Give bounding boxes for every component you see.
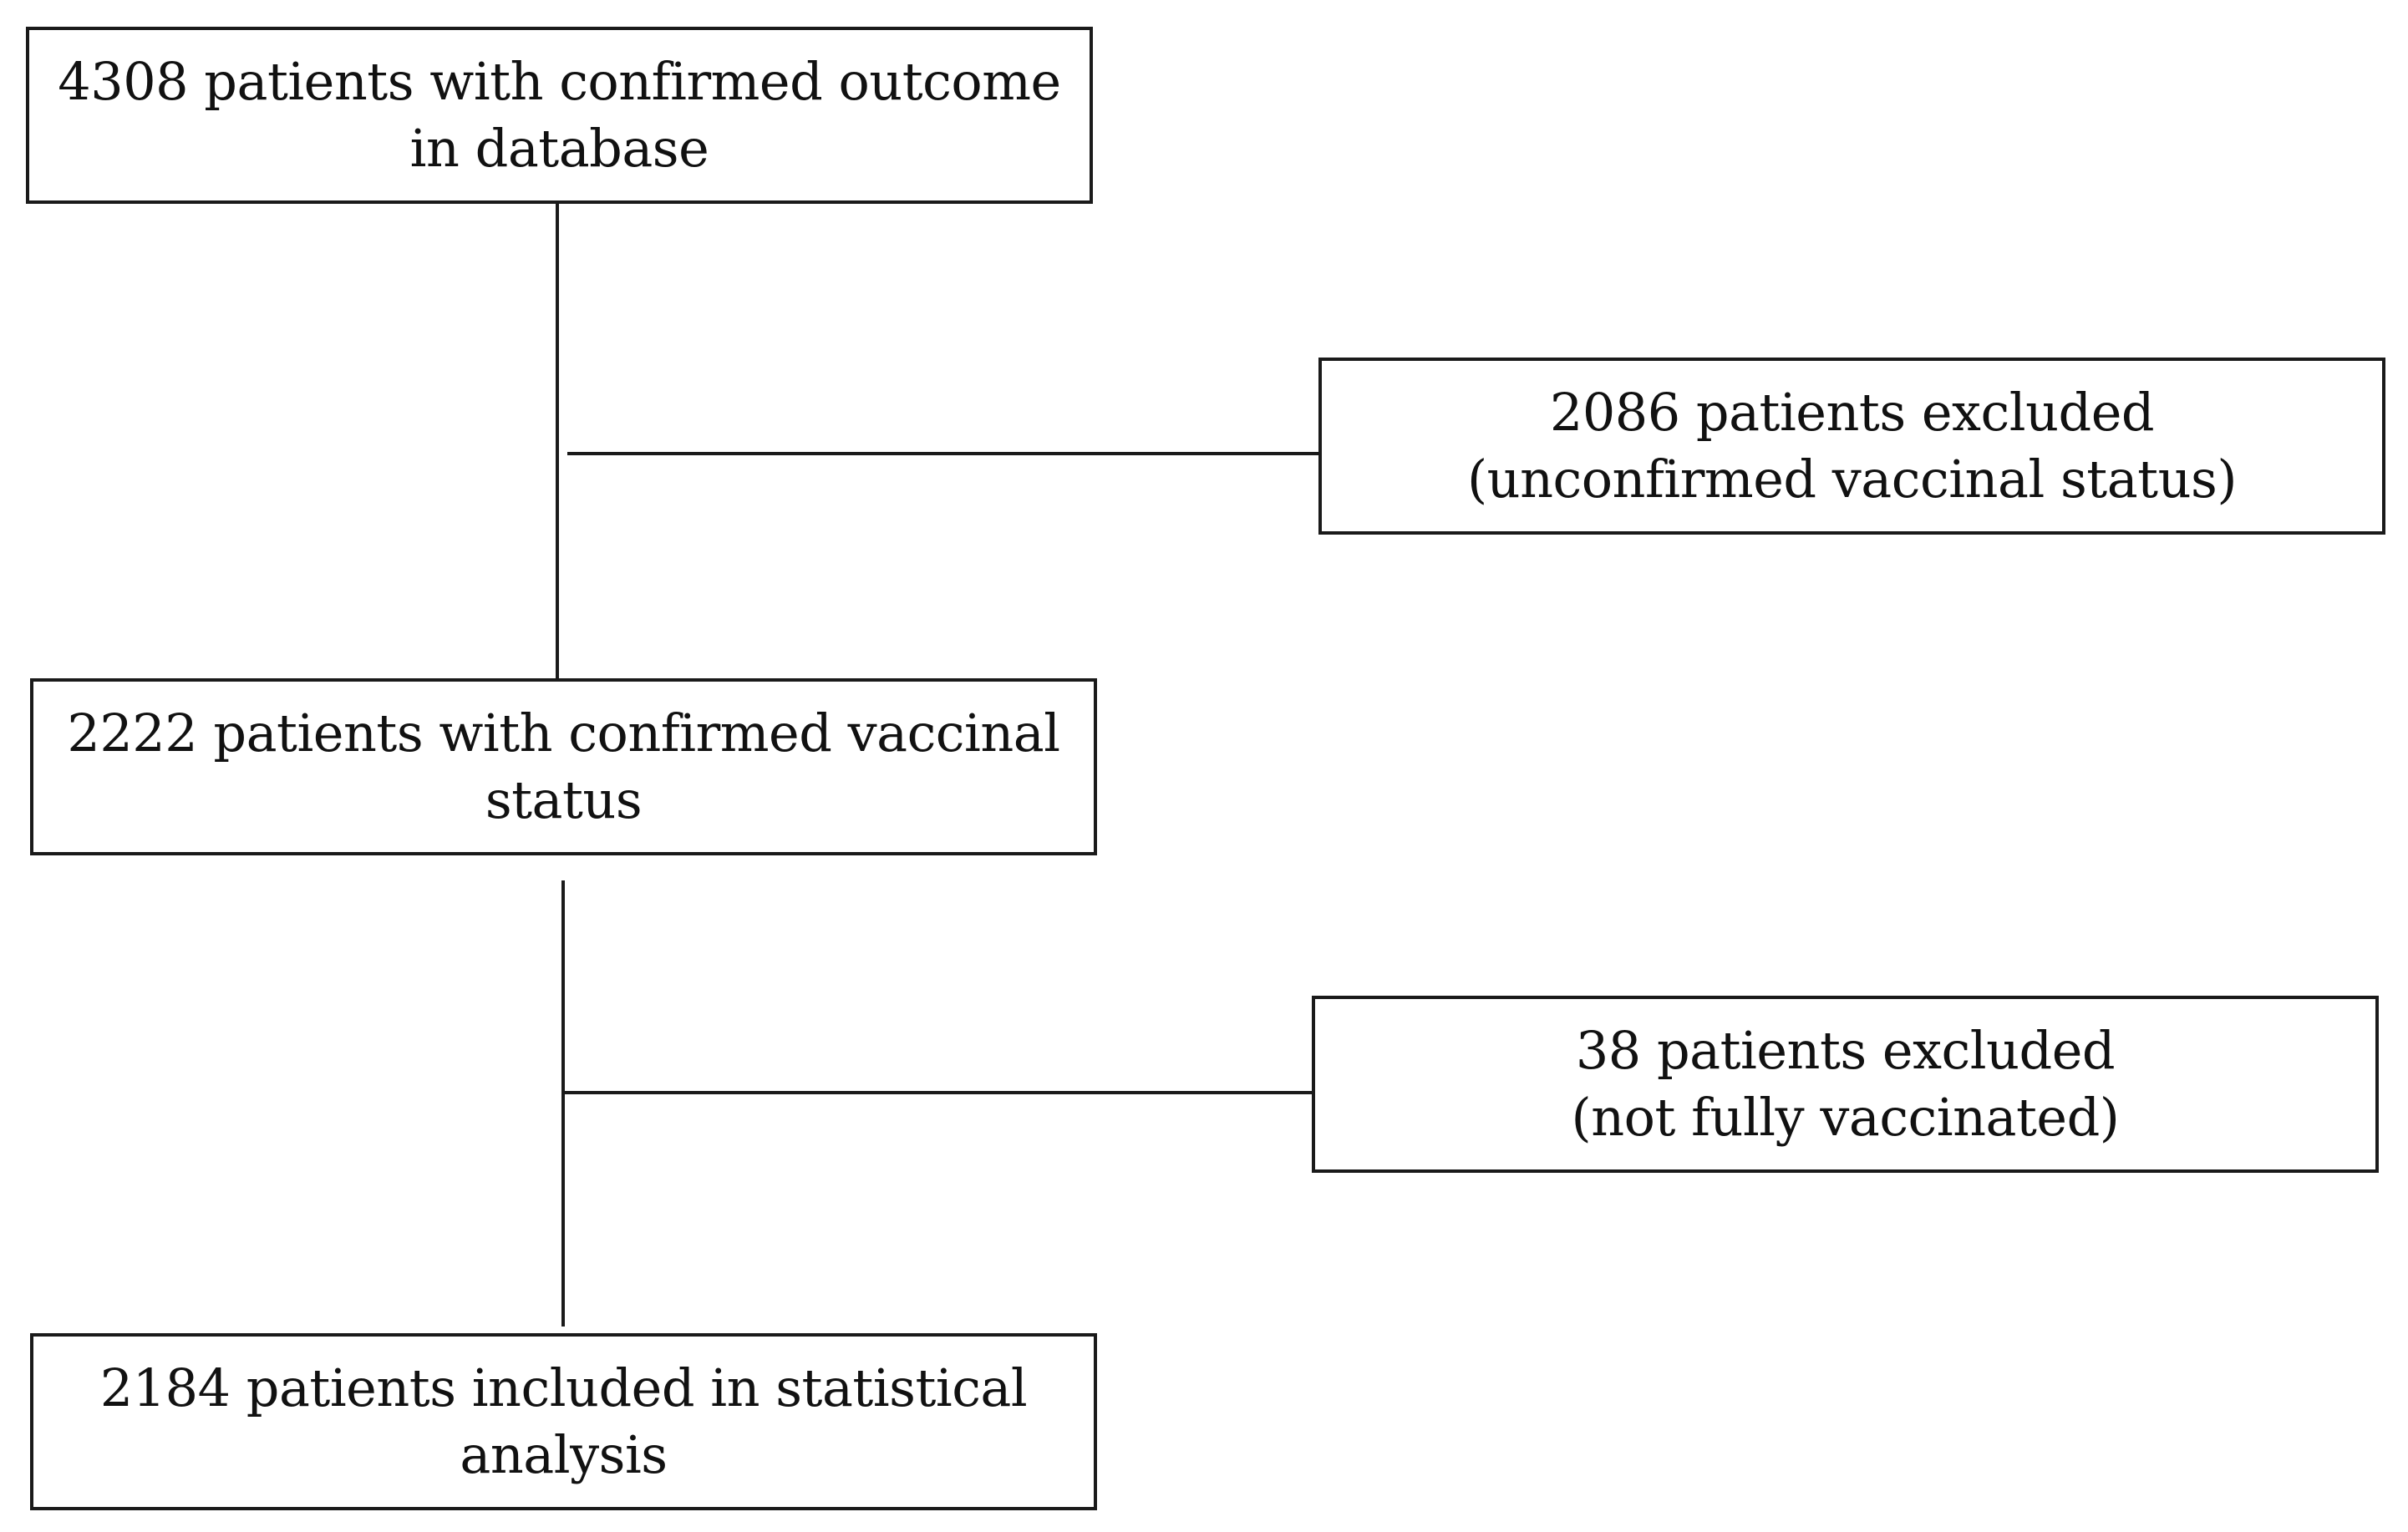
statistical-analysis-included-box: 2184 patients included in statistical an…: [30, 1333, 1097, 1510]
confirmed-vaccinal-status-text: 2222 patients with confirmed vaccinal st…: [67, 700, 1060, 834]
statistical-analysis-included-line-1: 2184 patients included in statistical: [99, 1357, 1028, 1418]
confirmed-vaccinal-status-line-1: 2222 patients with confirmed vaccinal: [67, 703, 1060, 763]
statistical-analysis-included-line-2: analysis: [460, 1424, 668, 1485]
not-fully-vaccinated-excluded-text: 38 patients excluded (not fully vaccinat…: [1572, 1017, 2120, 1151]
not-fully-vaccinated-excluded-box: 38 patients excluded (not fully vaccinat…: [1312, 996, 2379, 1173]
confirmed-vaccinal-status-box: 2222 patients with confirmed vaccinal st…: [30, 678, 1097, 855]
confirmed-vaccinal-status-line-2: status: [485, 769, 643, 830]
exclusion-connector-1: [567, 452, 1318, 455]
statistical-analysis-included-text: 2184 patients included in statistical an…: [99, 1355, 1028, 1489]
not-fully-vaccinated-excluded-line-1: 38 patients excluded: [1575, 1020, 2116, 1081]
flow-connector-vertical-1: [556, 204, 559, 678]
not-fully-vaccinated-excluded-line-2: (not fully vaccinated): [1571, 1087, 2120, 1148]
unconfirmed-status-excluded-line-1: 2086 patients excluded: [1549, 382, 2155, 443]
confirmed-outcome-box: 4308 patients with confirmed outcome in …: [26, 27, 1093, 204]
confirmed-outcome-text: 4308 patients with confirmed outcome in …: [58, 48, 1061, 182]
unconfirmed-status-excluded-box: 2086 patients excluded (unconfirmed vacc…: [1318, 358, 2385, 535]
unconfirmed-status-excluded-text: 2086 patients excluded (unconfirmed vacc…: [1466, 379, 2238, 513]
exclusion-connector-2: [561, 1091, 1312, 1094]
confirmed-outcome-line-2: in database: [409, 118, 709, 179]
unconfirmed-status-excluded-line-2: (unconfirmed vaccinal status): [1466, 449, 2238, 510]
flow-connector-vertical-2: [561, 880, 565, 1327]
confirmed-outcome-line-1: 4308 patients with confirmed outcome: [58, 51, 1061, 112]
